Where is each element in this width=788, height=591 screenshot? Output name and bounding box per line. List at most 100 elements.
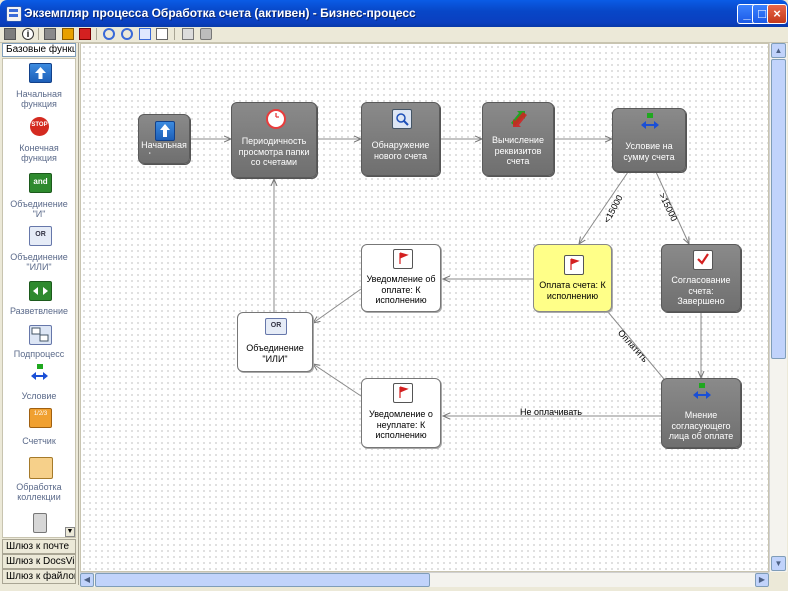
palette-item-label: Объединение "ИЛИ" bbox=[10, 252, 68, 272]
and-badge-text: and bbox=[33, 177, 48, 186]
node-or-join[interactable]: OR Объединение "ИЛИ" bbox=[237, 312, 313, 372]
trash-icon bbox=[33, 513, 47, 533]
node-approval[interactable]: Согласование счета: Завершено bbox=[661, 244, 741, 312]
or-icon: OR bbox=[29, 226, 52, 246]
horizontal-scrollbar[interactable]: ◀ ▶ bbox=[80, 572, 769, 587]
palette-tab-docsvision[interactable]: Шлюз к DocsVis... bbox=[2, 554, 76, 569]
node-label: Вычисление реквизитов счета bbox=[492, 135, 544, 166]
condition-icon bbox=[692, 383, 711, 401]
and-icon: and bbox=[29, 173, 52, 193]
start-arrow-icon bbox=[155, 121, 175, 141]
vertical-scrollbar[interactable]: ▲ ▼ bbox=[769, 43, 787, 572]
toolbar-separator bbox=[96, 28, 97, 40]
node-detect[interactable]: Обнаружение нового счета bbox=[361, 102, 440, 176]
fit-window-icon[interactable] bbox=[139, 28, 151, 40]
minimize-icon: _ bbox=[743, 6, 751, 21]
subprocess-icon bbox=[29, 325, 52, 345]
stop-icon[interactable] bbox=[4, 28, 16, 40]
edge-notify-paid-or bbox=[313, 288, 362, 323]
diagram-edges bbox=[190, 44, 769, 572]
copy-icon[interactable] bbox=[182, 28, 194, 40]
branch-icon bbox=[29, 281, 52, 301]
zoom-out-icon[interactable] bbox=[121, 28, 133, 40]
toolbar: i bbox=[0, 27, 788, 43]
palette-body: Начальная функция STOP Конечная функция … bbox=[2, 58, 76, 538]
palette-scroll-down-button[interactable]: ▼ bbox=[65, 527, 75, 537]
palette-item-label: Счетчик bbox=[22, 436, 56, 446]
node-periodic[interactable]: Периодичность просмотра папки со счетами bbox=[231, 102, 317, 178]
info-icon[interactable]: i bbox=[22, 28, 34, 40]
close-button[interactable]: × bbox=[767, 4, 787, 24]
app-icon bbox=[6, 6, 22, 22]
grey-square-icon[interactable] bbox=[44, 28, 56, 40]
node-label: Начальная функция bbox=[141, 140, 187, 154]
node-label: Мнение согласующего лица об оплате bbox=[668, 410, 734, 441]
node-compute[interactable]: Вычисление реквизитов счета bbox=[482, 102, 554, 176]
toolbar-separator bbox=[38, 28, 39, 40]
palette-item-label: Разветвление bbox=[9, 306, 69, 316]
page-icon[interactable] bbox=[156, 28, 168, 40]
edge-notify-unpaid-or bbox=[313, 364, 362, 397]
palette-tab-mail[interactable]: Шлюз к почте bbox=[2, 539, 76, 554]
title-bar: Экземпляр процесса Обработка счета (акти… bbox=[0, 0, 788, 27]
maximize-icon: □ bbox=[758, 6, 766, 21]
task-flag-icon bbox=[393, 249, 413, 269]
palette-item-label: Условие bbox=[21, 391, 57, 401]
function-palette: Базовые функц... Начальная функция STOP … bbox=[0, 43, 79, 585]
node-label: Условие на сумму счета bbox=[623, 141, 675, 162]
or-icon: OR bbox=[265, 318, 287, 335]
scroll-up-arrow[interactable]: ▲ bbox=[771, 43, 786, 58]
palette-item-label: Обработка коллекции bbox=[16, 482, 62, 502]
condition-icon bbox=[640, 113, 659, 131]
node-label: Уведомление о неуплате: К исполнению bbox=[369, 409, 433, 440]
palette-item-label: Конечная функция bbox=[19, 143, 59, 163]
stop-sign-text: STOP bbox=[31, 122, 48, 128]
compute-arrows-icon bbox=[509, 109, 527, 127]
start-arrow-icon bbox=[29, 63, 52, 83]
diagram-canvas[interactable]: <15000 >15000 Оплатить Не оплачивать Нач… bbox=[80, 43, 769, 572]
scroll-down-arrow[interactable]: ▼ bbox=[771, 556, 786, 571]
zoom-in-icon[interactable] bbox=[103, 28, 115, 40]
node-payment[interactable]: Оплата счета: К исполнению bbox=[533, 244, 612, 312]
vertical-scroll-thumb[interactable] bbox=[771, 59, 786, 359]
close-icon: × bbox=[773, 6, 781, 21]
scroll-left-arrow[interactable]: ◀ bbox=[80, 573, 94, 587]
edge-opinion-payment bbox=[603, 306, 670, 386]
node-notify-unpaid[interactable]: Уведомление о неуплате: К исполнению bbox=[361, 378, 441, 448]
node-label: Объединение "ИЛИ" bbox=[246, 343, 304, 364]
folder-search-icon bbox=[392, 109, 412, 129]
palette-tab-files[interactable]: Шлюз к файлов... bbox=[2, 569, 76, 584]
checkmark-icon bbox=[693, 250, 713, 270]
edge-condition-approval bbox=[655, 171, 689, 244]
horizontal-scroll-thumb[interactable] bbox=[95, 573, 430, 587]
scroll-right-arrow[interactable]: ▶ bbox=[755, 573, 769, 587]
task-flag-icon bbox=[564, 255, 584, 275]
node-label: Оплата счета: К исполнению bbox=[539, 280, 606, 301]
print-icon[interactable] bbox=[200, 28, 212, 40]
node-condition[interactable]: Условие на сумму счета bbox=[612, 108, 686, 172]
stop-red-icon[interactable] bbox=[79, 28, 91, 40]
node-label: Обнаружение нового счета bbox=[371, 140, 430, 161]
stop-sign-icon: STOP bbox=[30, 117, 49, 136]
pause-icon[interactable] bbox=[62, 28, 74, 40]
node-notify-paid[interactable]: Уведомление об оплате: К исполнению bbox=[361, 244, 441, 312]
node-label: Периодичность просмотра папки со счетами bbox=[238, 136, 310, 167]
clock-icon bbox=[266, 109, 286, 129]
counter-badge-text: 1/2/3 bbox=[33, 411, 48, 417]
condition-icon bbox=[29, 364, 50, 382]
node-label: Согласование счета: Завершено bbox=[671, 275, 731, 306]
palette-header[interactable]: Базовые функц... bbox=[2, 43, 76, 57]
toolbar-separator bbox=[174, 28, 175, 40]
or-badge-text: OR bbox=[35, 231, 46, 238]
node-label: Уведомление об оплате: К исполнению bbox=[366, 274, 436, 305]
task-flag-icon bbox=[393, 383, 413, 403]
or-badge-text: OR bbox=[270, 322, 282, 329]
window-title: Экземпляр процесса Обработка счета (акти… bbox=[24, 6, 416, 20]
palette-item-label: Объединение "И" bbox=[10, 199, 68, 219]
node-opinion[interactable]: Мнение согласующего лица об оплате bbox=[661, 378, 741, 448]
palette-item-label: Начальная функция bbox=[16, 89, 62, 109]
palette-item-label: Подпроцесс bbox=[13, 349, 65, 359]
collection-icon bbox=[29, 457, 53, 479]
node-start[interactable]: Начальная функция bbox=[138, 114, 190, 164]
counter-icon: 1/2/3 bbox=[29, 408, 52, 428]
